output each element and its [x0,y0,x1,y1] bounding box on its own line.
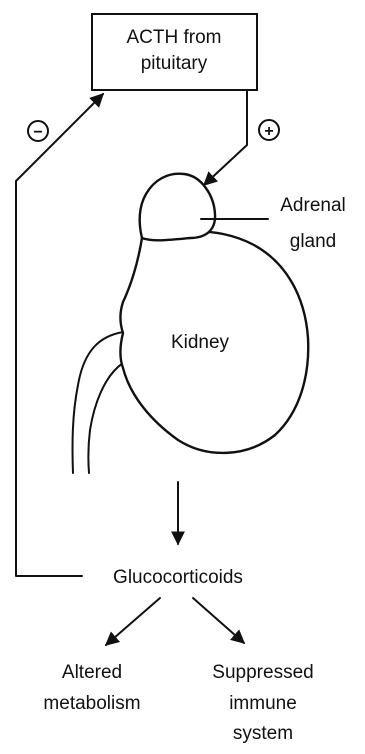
pituitary-box [92,14,257,90]
negative-feedback-line [16,94,103,576]
adrenal-gland-shape [140,174,215,241]
metabolism-label-line1: Altered [62,662,122,683]
kidney-label: Kidney [171,332,230,353]
metabolism-arrow [106,598,160,645]
positive-sign: + [264,123,273,140]
adrenal-label-line1: Adrenal [280,195,346,216]
adrenal-label-line2: gland [290,231,337,252]
pituitary-label-line2: pituitary [141,53,208,74]
metabolism-label-line2: metabolism [43,693,140,714]
ureter-inner [88,363,123,473]
immune-label-line3: system [233,723,293,744]
negative-sign: − [33,124,42,141]
immune-label-line1: Suppressed [212,662,313,683]
pituitary-label-line1: ACTH from [127,27,222,48]
immune-label-line2: immune [229,693,297,714]
positive-stimulation-line [204,90,247,185]
immune-arrow [193,598,244,643]
hormone-label: Glucocorticoids [113,567,243,588]
